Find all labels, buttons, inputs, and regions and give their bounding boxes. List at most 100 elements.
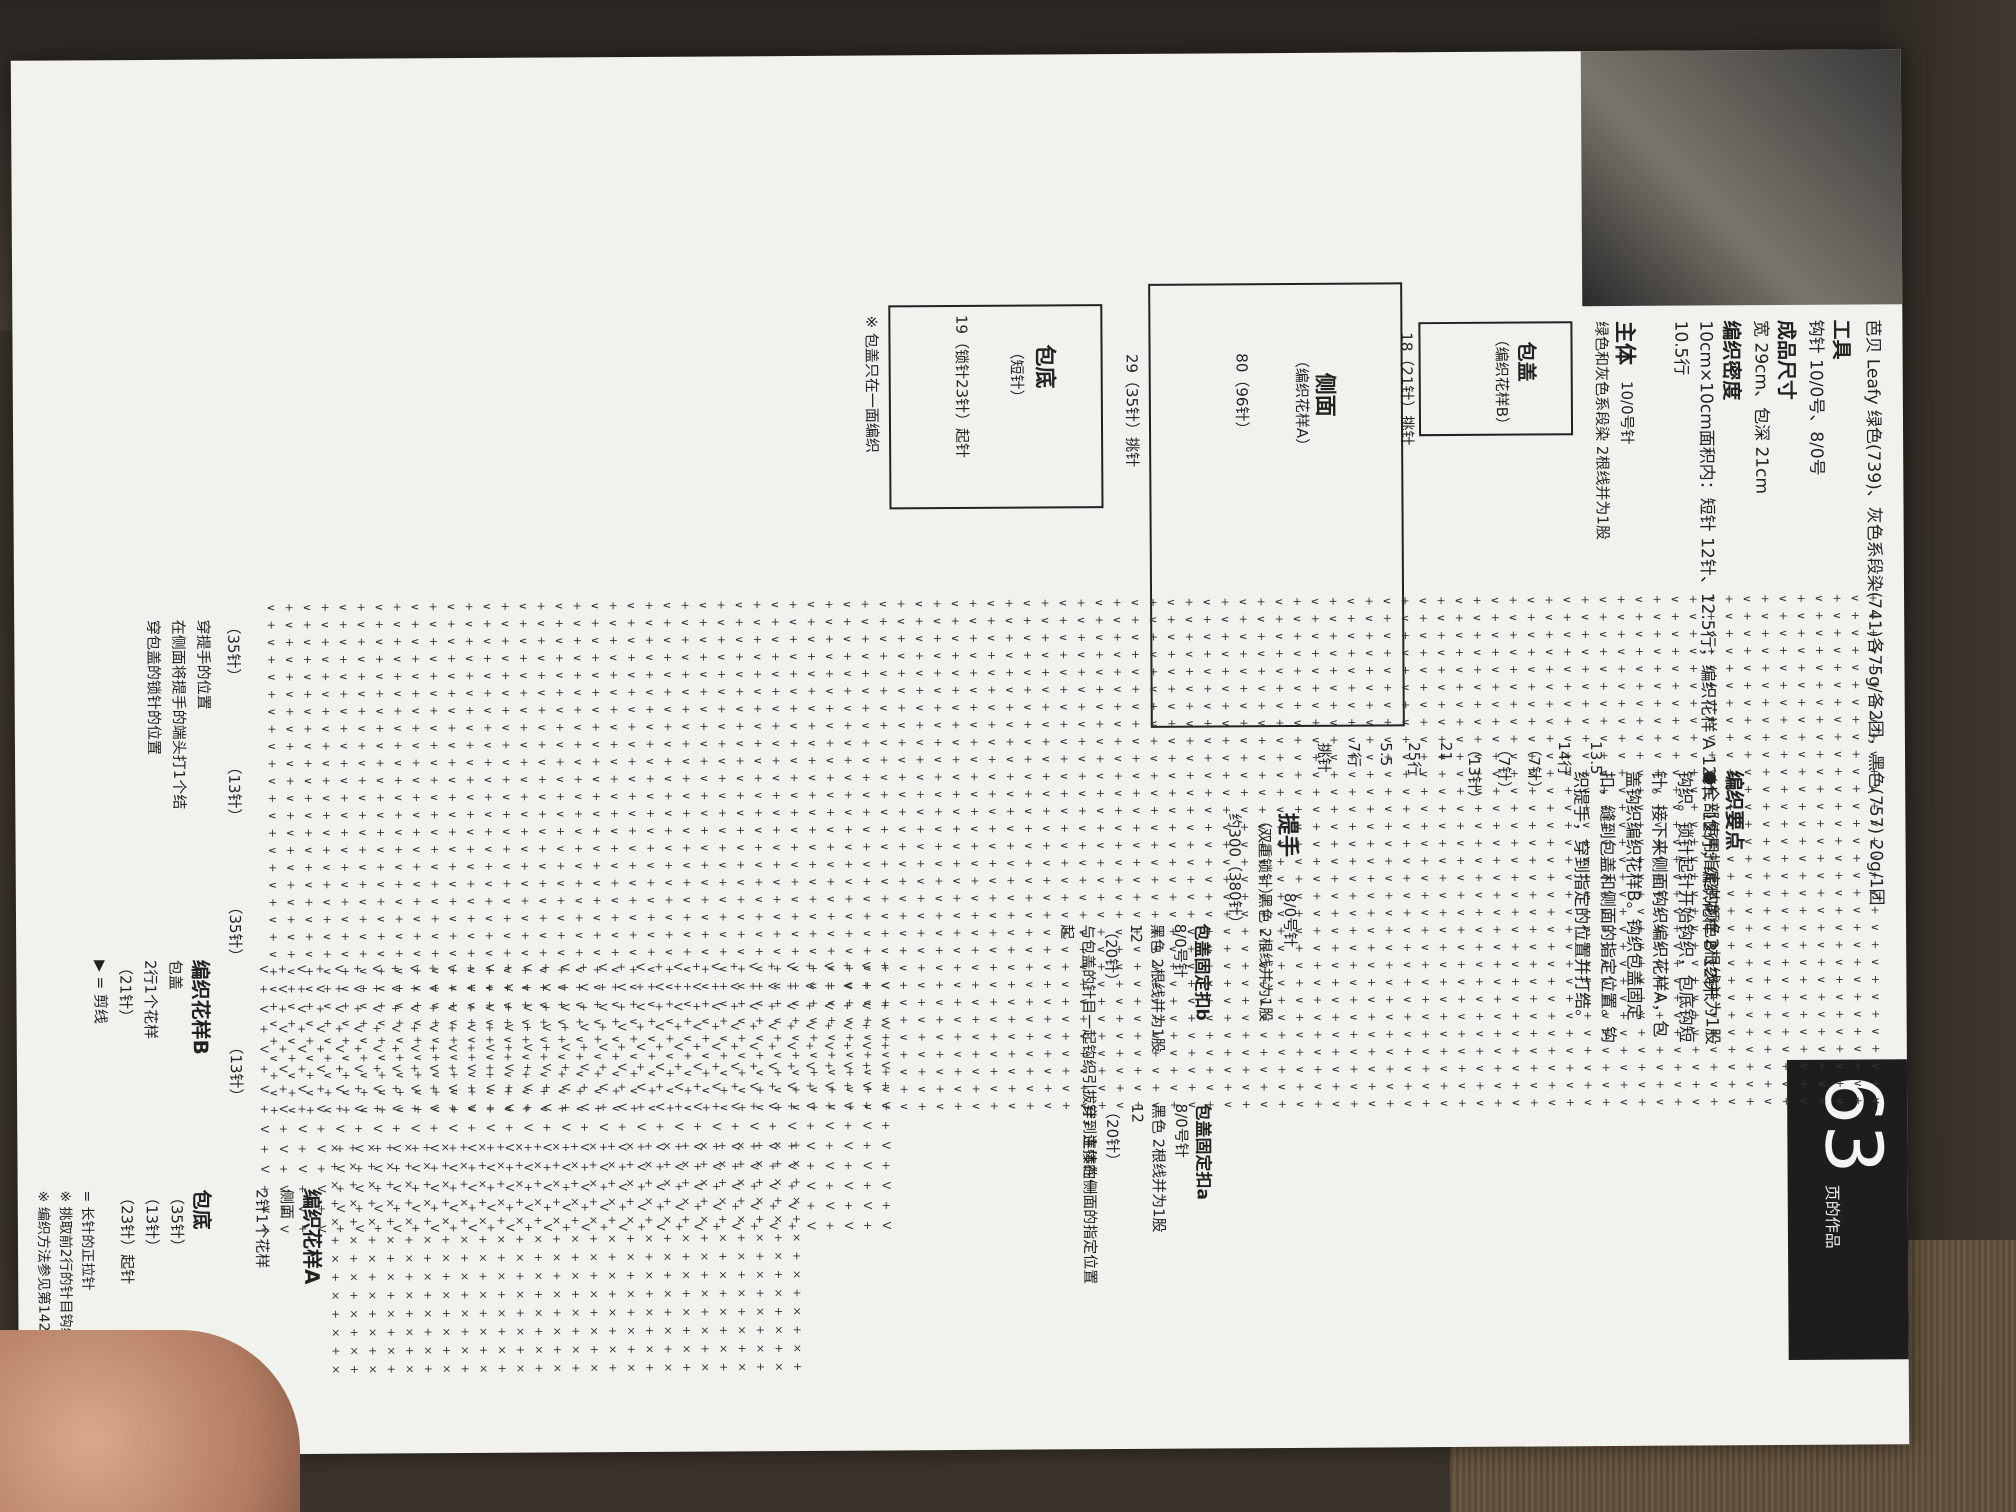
stitch-symbol: ∨ <box>1041 963 1054 971</box>
stitch-symbol: + <box>1545 1011 1558 1020</box>
stitch-symbol: + <box>736 1068 749 1077</box>
stitch-symbol: ∨ <box>716 757 729 765</box>
stitch-symbol: + <box>967 599 980 608</box>
stitch-symbol: ∨ <box>518 741 531 749</box>
stitch-symbol: ∨ <box>338 742 351 750</box>
stitch-symbol: + <box>1742 820 1755 829</box>
stitch-symbol: ∨ <box>752 895 765 903</box>
stitch-symbol: ∨ <box>1832 750 1845 758</box>
stitch-symbol: + <box>1237 649 1250 658</box>
stitch-symbol: + <box>1021 651 1034 660</box>
stitch-symbol: + <box>1635 1028 1648 1037</box>
stitch-symbol: ∨ <box>1546 1099 1559 1107</box>
stitch-symbol: + <box>1653 1011 1666 1020</box>
stitch-symbol: ∨ <box>1221 1031 1234 1039</box>
stitch-symbol: ∨ <box>1744 1080 1757 1088</box>
stitch-symbol: + <box>390 1164 403 1173</box>
stitch-symbol: + <box>1492 1098 1505 1107</box>
stitch-symbol: ∨ <box>913 669 926 677</box>
stitch-symbol: + <box>439 1161 452 1170</box>
stitch-symbol: Ⅴ <box>860 1122 873 1130</box>
stitch-symbol: × <box>366 1365 379 1374</box>
stitch-symbol: ∨ <box>1130 737 1143 745</box>
stitch-symbol: ∨ <box>1166 806 1179 814</box>
stitch-symbol: ∨ <box>482 810 495 818</box>
stitch-symbol: Ⅴ <box>653 1063 666 1071</box>
stitch-symbol: ∨ <box>286 1106 299 1114</box>
stitch-symbol: + <box>624 1271 637 1280</box>
stitch-symbol: ∨ <box>375 1019 388 1027</box>
stitch-symbol: × <box>365 1180 378 1189</box>
stitch-symbol: + <box>1095 927 1108 936</box>
stitch-symbol: ∨ <box>285 1002 298 1010</box>
stitch-symbol: Ⅴ <box>728 1023 741 1031</box>
stitch-symbol: + <box>1545 907 1558 916</box>
stitch-symbol: ∨ <box>645 931 658 939</box>
stitch-symbol: + <box>879 963 892 972</box>
stitch-symbol: + <box>393 949 406 958</box>
stitch-symbol: + <box>754 1325 767 1334</box>
stitch-symbol: + <box>1183 702 1196 711</box>
main-yarn: 绿色和灰色系段染 2根线并为1股 <box>1592 321 1612 540</box>
stitch-symbol: ∨ <box>446 845 459 853</box>
stitch-symbol: Ⅴ <box>258 1125 271 1133</box>
stitch-symbol: ∨ <box>931 617 944 625</box>
stitch-symbol: + <box>532 1290 545 1299</box>
stitch-symbol: ∨ <box>1473 926 1486 934</box>
stitch-symbol: Ⅴ <box>371 1125 384 1133</box>
stitch-symbol: + <box>370 1024 383 1033</box>
stitch-symbol: + <box>1617 976 1630 985</box>
stitch-symbol: Ⅴ <box>767 1222 780 1230</box>
stitch-symbol: ∨ <box>1347 909 1360 917</box>
stitch-symbol: Ⅴ <box>371 1085 384 1093</box>
stitch-symbol: + <box>337 724 350 733</box>
stitch-symbol: ∨ <box>769 670 782 678</box>
stitch-symbol: + <box>681 947 694 956</box>
stitch-symbol: ∨ <box>481 602 494 610</box>
stitch-symbol: ∨ <box>1579 613 1592 621</box>
stitch-symbol: ∨ <box>1834 1097 1847 1105</box>
stitch-symbol: ∨ <box>682 1069 695 1077</box>
stitch-symbol: + <box>985 685 998 694</box>
stitch-symbol: + <box>409 1184 422 1193</box>
stitch-symbol: + <box>1636 1063 1649 1072</box>
stitch-symbol: + <box>1672 1063 1685 1072</box>
stitch-symbol: + <box>499 671 512 680</box>
stitch-symbol: + <box>662 826 675 835</box>
stitch-symbol: + <box>532 1364 545 1373</box>
stitch-symbol: + <box>482 862 495 871</box>
stitch-symbol: Ⅴ <box>408 1085 421 1093</box>
stitch-symbol: + <box>1327 666 1340 675</box>
stitch-symbol: + <box>421 1291 434 1300</box>
stitch-symbol: ∨ <box>1076 790 1089 798</box>
stitch-symbol: ∨ <box>626 879 639 887</box>
stitch-symbol: ∨ <box>609 1000 622 1008</box>
stitch-symbol: + <box>627 965 640 974</box>
stitch-symbol: + <box>841 1081 854 1090</box>
stitch-symbol: ∨ <box>1797 924 1810 932</box>
stitch-symbol: × <box>661 1289 674 1298</box>
stitch-symbol: ∨ <box>1201 598 1214 606</box>
stitch-symbol: + <box>1057 720 1070 729</box>
stitch-symbol: ∨ <box>1093 703 1106 711</box>
stitch-symbol: + <box>1526 821 1539 830</box>
stitch-symbol: + <box>682 1086 695 1095</box>
stitch-symbol: + <box>403 1272 416 1281</box>
stitch-symbol: × <box>365 1143 378 1152</box>
stitch-symbol: + <box>1184 840 1197 849</box>
stitch-symbol: ∨ <box>788 895 801 903</box>
stitch-symbol: ∨ <box>1345 632 1358 640</box>
stitch-symbol: + <box>1167 962 1180 971</box>
stitch-symbol: + <box>1276 1065 1289 1074</box>
stitch-symbol: + <box>591 1000 604 1009</box>
stitch-symbol: + <box>1256 736 1269 745</box>
stitch-symbol: Ⅴ <box>823 1162 836 1170</box>
stitch-symbol: ∨ <box>392 863 405 871</box>
stitch-symbol: Ⅴ <box>671 963 684 971</box>
stitch-symbol: + <box>914 755 927 764</box>
stitch-symbol: + <box>1707 993 1720 1002</box>
stitch-symbol: + <box>897 1015 910 1024</box>
stitch-symbol: + <box>968 876 981 885</box>
stitch-symbol: ∨ <box>1113 1032 1126 1040</box>
stitch-symbol: + <box>642 1141 655 1150</box>
